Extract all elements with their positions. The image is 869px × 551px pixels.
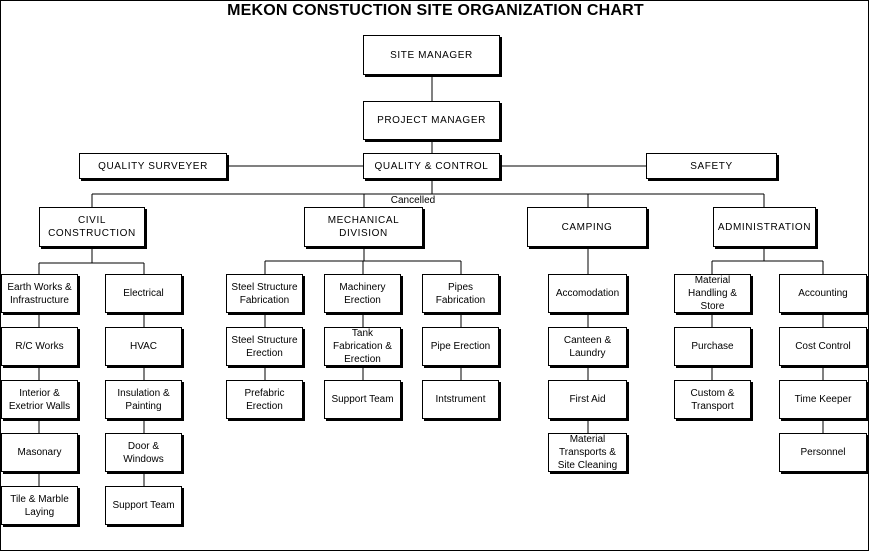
node-site-manager: SITE MANAGER <box>363 35 500 75</box>
node-mechanical-division: MECHANICAL DIVISION <box>304 207 423 247</box>
node-quality-surveyer: QUALITY SURVEYER <box>79 153 227 179</box>
node-tank-fabrication: Tank Fabrication & Erection <box>324 327 401 366</box>
node-first-aid: First Aid <box>548 380 627 419</box>
node-time-keeper: Time Keeper <box>779 380 867 419</box>
node-hvac: HVAC <box>105 327 182 366</box>
node-civil-support-team: Support Team <box>105 486 182 525</box>
node-quality-control: QUALITY & CONTROL <box>363 153 500 179</box>
node-accounting: Accounting <box>779 274 867 313</box>
node-earth-works: Earth Works & Infrastructure <box>1 274 78 313</box>
node-masonary: Masonary <box>1 433 78 472</box>
node-purchase: Purchase <box>674 327 751 366</box>
node-mech-support-team: Support Team <box>324 380 401 419</box>
node-pipes-fabrication: Pipes Fabrication <box>422 274 499 313</box>
node-camping: CAMPING <box>527 207 647 247</box>
node-interior-walls: Interior & Exetrior Walls <box>1 380 78 419</box>
node-insulation-painting: Insulation & Painting <box>105 380 182 419</box>
node-canteen-laundry: Canteen & Laundry <box>548 327 627 366</box>
node-administration: ADMINISTRATION <box>713 207 816 247</box>
node-material-handling: Material Handling & Store <box>674 274 751 313</box>
node-prefabric-erection: Prefabric Erection <box>226 380 303 419</box>
node-machinery-erection: Machinery Erection <box>324 274 401 313</box>
cancelled-label: Cancelled <box>390 195 436 206</box>
node-custom-transport: Custom & Transport <box>674 380 751 419</box>
node-tile-marble: Tile & Marble Laying <box>1 486 78 525</box>
node-cost-control: Cost Control <box>779 327 867 366</box>
node-safety: SAFETY <box>646 153 777 179</box>
node-door-windows: Door & Windows <box>105 433 182 472</box>
node-personnel: Personnel <box>779 433 867 472</box>
node-civil-construction: CIVIL CONSTRUCTION <box>39 207 145 247</box>
node-accomodation: Accomodation <box>548 274 627 313</box>
node-steel-structure-fabrication: Steel Structure Fabrication <box>226 274 303 313</box>
chart-title: MEKON CONSTUCTION SITE ORGANIZATION CHAR… <box>227 2 644 19</box>
node-pipe-erection: Pipe Erection <box>422 327 499 366</box>
node-electrical: Electrical <box>105 274 182 313</box>
node-steel-structure-erection: Steel Structure Erection <box>226 327 303 366</box>
node-rc-works: R/C Works <box>1 327 78 366</box>
node-intstrument: Intstrument <box>422 380 499 419</box>
node-project-manager: PROJECT MANAGER <box>363 101 500 140</box>
node-material-transports: Material Transports & Site Cleaning <box>548 433 627 472</box>
